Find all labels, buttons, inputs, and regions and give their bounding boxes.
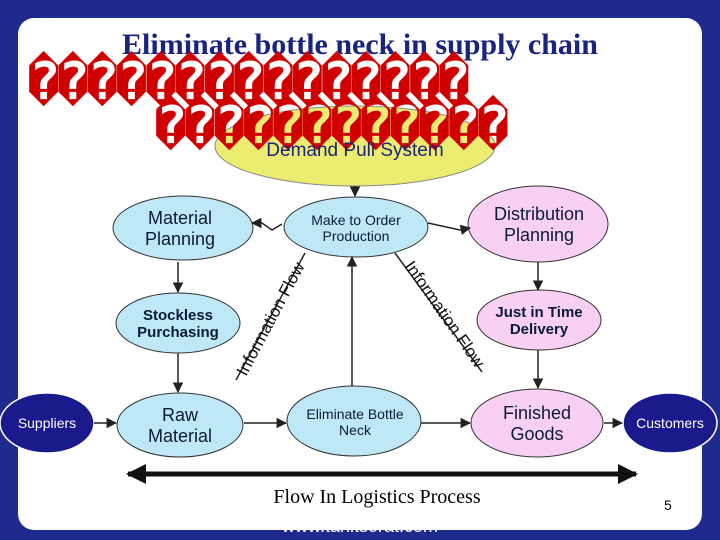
make-to-order-label: Make to Order Production: [311, 211, 401, 244]
distribution-planning-label: Distribution Planning: [493, 204, 585, 245]
flow-caption: Flow In Logistics Process: [273, 486, 481, 508]
customers-label: Customers: [636, 414, 704, 431]
garbled-text-line-1: ���������������: [28, 52, 470, 112]
footer-url: www.tanitsorat.com: [281, 516, 439, 536]
info-flow-right-label: Information Flow: [401, 257, 489, 371]
suppliers-label: Suppliers: [17, 414, 77, 431]
raw-material-label: Raw Material: [147, 405, 213, 446]
info-flow-left-label: Information Flow: [233, 258, 309, 379]
slide-title: Eliminate bottle neck in supply chain: [122, 28, 598, 61]
garbled-text-line-2: ������������: [155, 96, 509, 156]
finished-goods-label: Finished Goods: [502, 403, 572, 444]
eliminate-bottle-neck-label: Eliminate Bottle Neck: [306, 405, 404, 438]
material-planning-label: Material Planning: [144, 208, 216, 249]
page-number: 5: [664, 497, 672, 513]
stockless-purchasing-label: Stockless Purchasing: [137, 306, 219, 341]
just-in-time-label: Just in Time Delivery: [495, 303, 583, 338]
connector-arrows: [94, 186, 624, 429]
demand-pull-label: Demand Pull System: [266, 140, 444, 162]
